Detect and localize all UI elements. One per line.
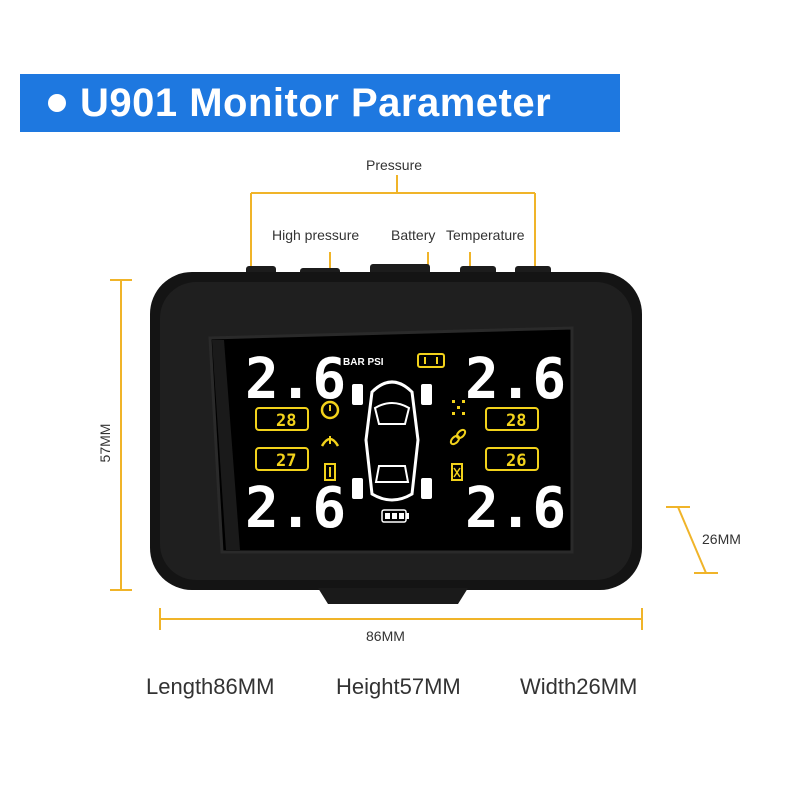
spec-width: Width26MM	[520, 674, 638, 699]
length-dimension	[159, 608, 643, 630]
temp-boxes	[255, 407, 539, 471]
lcd-screen	[208, 326, 574, 554]
sensor-battery-icon	[451, 463, 463, 481]
height-label: 57MM	[97, 423, 113, 463]
rear-right-pressure: 2.6	[465, 476, 566, 541]
device-stand	[318, 588, 468, 604]
width-label: 26MM	[702, 531, 741, 547]
front-right-pressure: 2.6	[465, 347, 566, 412]
tire-warning-icon	[320, 400, 340, 420]
battery-icon	[381, 509, 409, 523]
temperature-callout: Temperature	[446, 227, 525, 243]
temperature-icon	[324, 463, 336, 481]
link-icon	[449, 428, 467, 446]
tire-icon	[417, 353, 445, 368]
car-icon	[352, 380, 432, 502]
width-dimension	[666, 506, 718, 574]
front-right-temperature: 28	[506, 411, 526, 431]
sensor-layout-icon	[452, 400, 465, 415]
rear-left-temperature: 27	[276, 451, 296, 471]
spec-length: Length86MM	[146, 674, 275, 699]
bullet-icon	[48, 94, 66, 112]
battery-callout: Battery	[391, 227, 436, 243]
high-pressure-callout: High pressure	[272, 227, 360, 243]
screen-glare	[212, 340, 240, 550]
title-banner: U901 Monitor Parameter	[20, 74, 620, 132]
rear-right-temperature: 26	[506, 451, 526, 471]
pressure-callout: Pressure	[366, 157, 423, 173]
unit-label: BAR PSI	[343, 357, 384, 368]
spec-height: Height57MM	[336, 674, 461, 699]
height-dimension	[110, 279, 132, 591]
banner-title: U901 Monitor Parameter	[80, 80, 552, 125]
length-label: 86MM	[366, 628, 405, 644]
front-left-temperature: 28	[276, 411, 296, 431]
rear-left-pressure: 2.6	[245, 476, 346, 541]
high-pressure-icon	[320, 436, 340, 447]
